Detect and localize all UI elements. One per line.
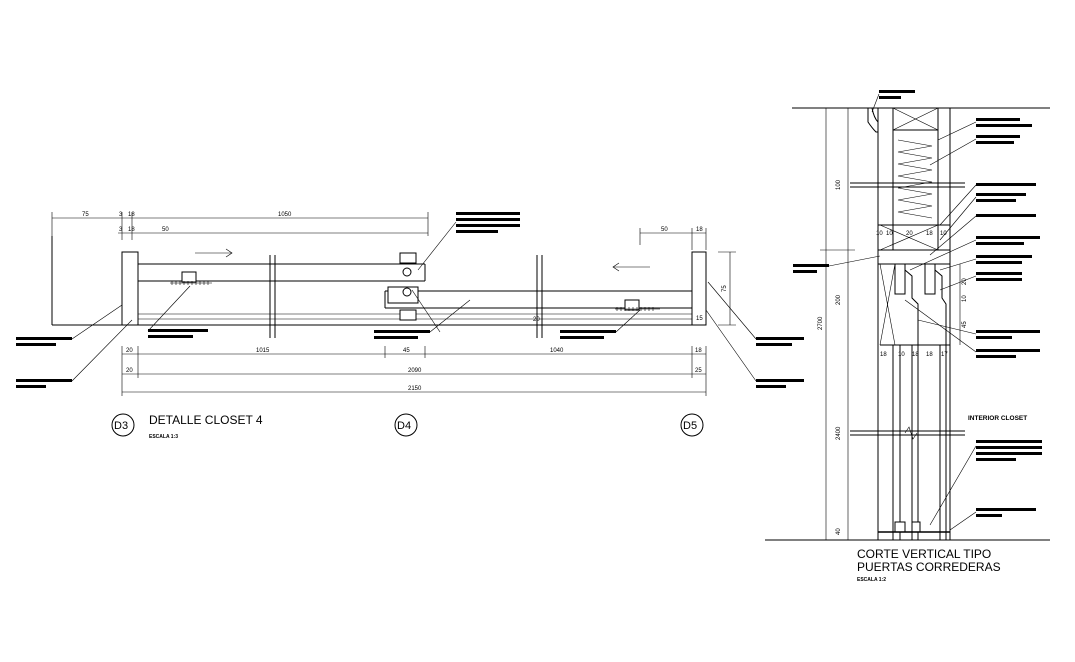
- bdim-1: 10: [898, 352, 905, 358]
- dim-b2-2090: 2090: [408, 368, 422, 374]
- dim-b2-25: 25: [695, 368, 702, 374]
- section-title-line2: PUERTAS CORREDERAS: [857, 560, 1001, 574]
- plan-scale: ESCALA 1:3: [149, 434, 178, 440]
- sdim-1: 45: [962, 321, 968, 328]
- section-scale: ESCALA 1:2: [857, 577, 886, 583]
- tdim-2: 20: [906, 231, 913, 237]
- vdim-2400: 2400: [836, 426, 842, 440]
- section-title-line1: CORTE VERTICAL TIPO: [857, 547, 991, 561]
- dim-small-15: 15: [696, 316, 703, 322]
- dim-b1-18: 18: [695, 348, 702, 354]
- dim-top2-3: 3: [119, 227, 123, 233]
- dim-top-75: 75: [82, 212, 89, 218]
- dim-b1-20: 20: [126, 348, 133, 354]
- svg-text:D3: D3: [114, 420, 128, 432]
- dim-b1-1040: 1040: [550, 348, 564, 354]
- interior-closet-label: INTERIOR CLOSET: [968, 415, 1027, 422]
- plan-detail: 75 3 18 1050 3 18 50: [16, 212, 804, 440]
- axis-d4: D4: [394, 413, 418, 437]
- section-notes: [793, 90, 1042, 531]
- bdim-2: 18: [912, 352, 919, 358]
- axis-d5: D5: [680, 413, 704, 437]
- dim-mid-20: 20: [533, 317, 540, 323]
- tdim-0: 10: [876, 231, 883, 237]
- dim-top-18: 18: [128, 212, 135, 218]
- svg-text:D4: D4: [397, 420, 411, 432]
- plan-title: DETALLE CLOSET 4: [149, 413, 263, 427]
- sdim-0: 20: [962, 278, 968, 285]
- bdim-3: 18: [926, 352, 933, 358]
- dim-top2-18: 18: [128, 227, 135, 233]
- vdim-40: 40: [836, 528, 842, 535]
- dim-b1-1015: 1015: [256, 348, 270, 354]
- vertical-section: 100 200 2700 2400 40: [765, 90, 1050, 583]
- dim-top-1050: 1050: [278, 212, 292, 218]
- axis-d3: D3: [111, 413, 135, 437]
- tdim-4: 10: [940, 231, 947, 237]
- dim-b3-2150: 2150: [408, 386, 422, 392]
- dim-right-50: 50: [661, 227, 668, 233]
- dim-top2-50: 50: [162, 227, 169, 233]
- sdim-2: 10: [962, 295, 968, 302]
- vdim-200: 200: [836, 294, 842, 305]
- svg-text:D5: D5: [683, 420, 697, 432]
- bdim-0: 18: [880, 352, 887, 358]
- dim-top-3: 3: [119, 212, 123, 218]
- dim-b2-20: 20: [126, 368, 133, 374]
- dim-right-vertical: 75: [722, 285, 728, 292]
- dim-b1-45: 45: [403, 348, 410, 354]
- plan-notes: [16, 212, 804, 388]
- tdim-1: 10: [886, 231, 893, 237]
- vdim-2700: 2700: [818, 316, 824, 330]
- dim-right-18: 18: [696, 227, 703, 233]
- vdim-100: 100: [836, 179, 842, 190]
- bdim-4: 17: [941, 352, 948, 358]
- tdim-3: 18: [926, 231, 933, 237]
